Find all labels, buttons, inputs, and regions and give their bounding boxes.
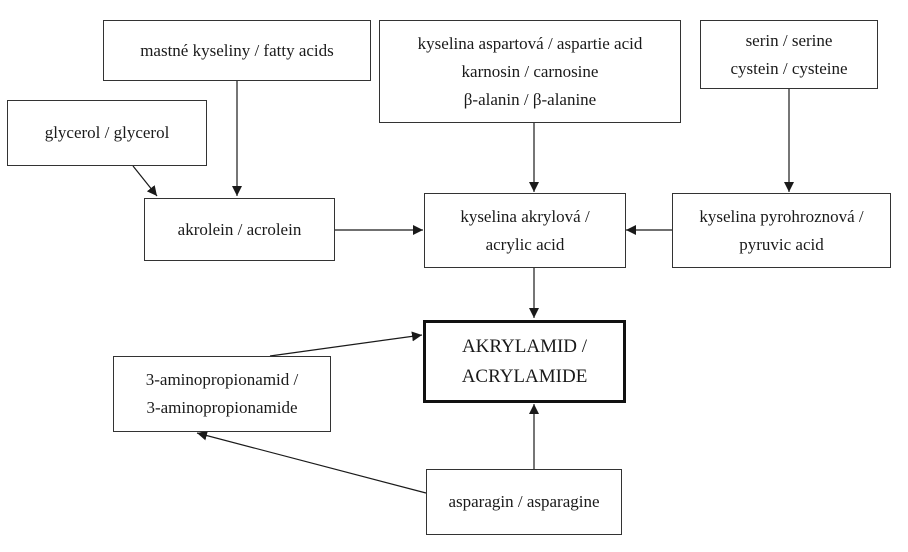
node-label-line: asparagin / asparagine: [448, 492, 600, 511]
arrow-glycerol-to-acrolein: [132, 165, 158, 197]
node-label-line: kyselina aspartová / aspartie acid: [417, 33, 643, 53]
node-label-line: cystein / cysteine: [730, 58, 848, 78]
node-label-line: acrylic acid: [485, 234, 565, 254]
node-asparagine: asparagin / asparagine: [426, 469, 622, 535]
node-3-aminopropionamide: 3-aminopropionamid / 3-aminopropionamide: [113, 356, 331, 432]
node-label-line: β-alanin / β-alanine: [463, 89, 597, 109]
arrow-asparagine-to-aminoprop: [196, 430, 427, 494]
node-acrylic-acid: kyselina akrylová / acrylic acid: [424, 193, 626, 268]
node-label-line: serin / serine: [745, 30, 833, 50]
node-pyruvic-acid: kyselina pyrohroznová / pyruvic acid: [672, 193, 891, 268]
node-aspartic-acid: kyselina aspartová / aspartie acid karno…: [379, 20, 681, 123]
node-label-line: 3-aminopropionamide: [146, 398, 298, 417]
node-acrylamide: AKRYLAMID / ACRYLAMIDE: [423, 320, 626, 403]
node-acrolein: akrolein / acrolein: [144, 198, 335, 261]
arrow-aminoprop-to-acrylamide: [269, 331, 423, 357]
node-label-line: kyselina pyrohroznová /: [699, 206, 864, 226]
node-glycerol: glycerol / glycerol: [7, 100, 207, 166]
node-label-line: akrolein / acrolein: [177, 219, 302, 239]
node-label-line: glycerol / glycerol: [44, 123, 170, 142]
node-label-line: ACRYLAMIDE: [461, 365, 588, 387]
node-label-line: karnosin / carnosine: [461, 61, 599, 81]
node-serine-cysteine: serin / serine cystein / cysteine: [700, 20, 878, 89]
node-label-line: kyselina akrylová /: [460, 206, 590, 226]
node-fatty-acids: mastné kyseliny / fatty acids: [103, 20, 371, 81]
node-label-line: AKRYLAMID /: [461, 335, 588, 357]
node-label-line: 3-aminopropionamid /: [145, 370, 299, 389]
node-label-line: mastné kyseliny / fatty acids: [140, 40, 334, 60]
node-label-line: pyruvic acid: [739, 234, 824, 254]
